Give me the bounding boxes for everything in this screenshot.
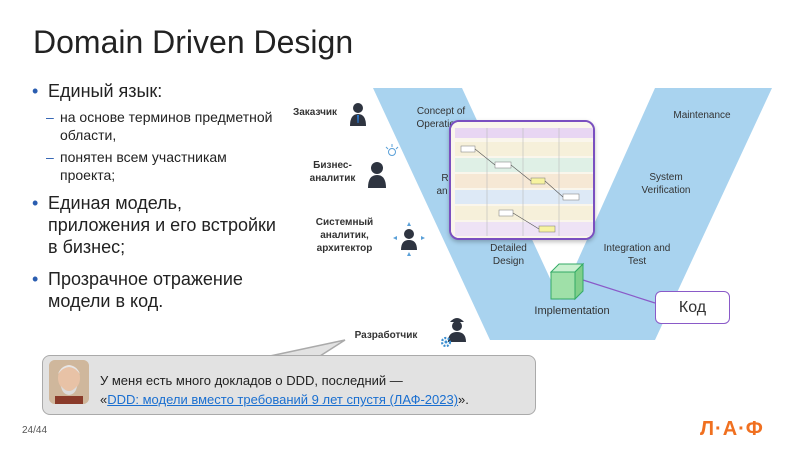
role-system-analyst-label: Системный аналитик, архитектор <box>315 217 374 254</box>
sub-bullet-understood: понятен всем участникам проекта; <box>30 148 280 184</box>
bullet-unified-language: Единый язык: <box>30 80 280 102</box>
role-business-analyst-label: Бизнес-аналитик <box>309 160 356 184</box>
callout-tail <box>269 339 346 357</box>
talk-link[interactable]: DDD: модели вместо требований 9 лет спус… <box>107 392 459 407</box>
callout-line1: У меня есть много докладов о DDD, послед… <box>100 373 403 388</box>
speaker-photo-image <box>49 360 89 404</box>
speaker-callout <box>42 355 536 415</box>
developer-person-icon <box>448 318 466 342</box>
v-detailed-design-label: Detailed Design <box>490 243 527 267</box>
gear-icon <box>440 336 452 348</box>
speaker-avatar <box>49 360 89 404</box>
implementation-cube-icon <box>549 262 585 301</box>
bullet-list: Единый язык: на основе терминов предметн… <box>30 80 280 318</box>
v-integration-label: Integration and Test <box>603 243 671 267</box>
role-customer-label: Заказчик <box>292 107 338 118</box>
v-maintenance-label: Maintenance <box>673 110 731 121</box>
laf-logo: Л·А·Ф <box>700 418 764 440</box>
v-implementation-label: Implementation <box>534 305 610 317</box>
callout-quote-close: ». <box>458 392 469 407</box>
v-system-verification-label: System Verification <box>641 172 691 196</box>
customer-person-icon <box>350 103 366 126</box>
process-diagram-image <box>451 122 593 238</box>
code-connector-line <box>582 279 656 304</box>
callout-text: У меня есть много докладов о DDD, послед… <box>100 371 469 409</box>
v-model-fill <box>373 88 772 340</box>
sub-bullet-domain-terms: на основе терминов предметной области, <box>30 108 280 144</box>
system-analyst-person-icon <box>393 222 425 256</box>
slide-title: Domain Driven Design <box>33 24 354 60</box>
lightbulb-icon <box>385 144 399 156</box>
bullet-transparent-code: Прозрачное отражение модели в код. <box>30 268 280 312</box>
callout-quote-open: « <box>100 392 108 407</box>
process-diagram-thumbnail <box>449 120 595 240</box>
code-box: Код <box>655 291 730 324</box>
v-concept-label: Concept of Operations <box>416 106 466 130</box>
bullet-unified-model: Единая модель, приложения и его встройки… <box>30 192 280 258</box>
v-analysis-label: an <box>436 186 448 197</box>
v-requirements-label: R <box>441 173 449 184</box>
role-developer-label: Разработчик <box>354 330 418 341</box>
business-analyst-person-icon <box>368 162 386 188</box>
page-number: 24/44 <box>22 425 48 436</box>
